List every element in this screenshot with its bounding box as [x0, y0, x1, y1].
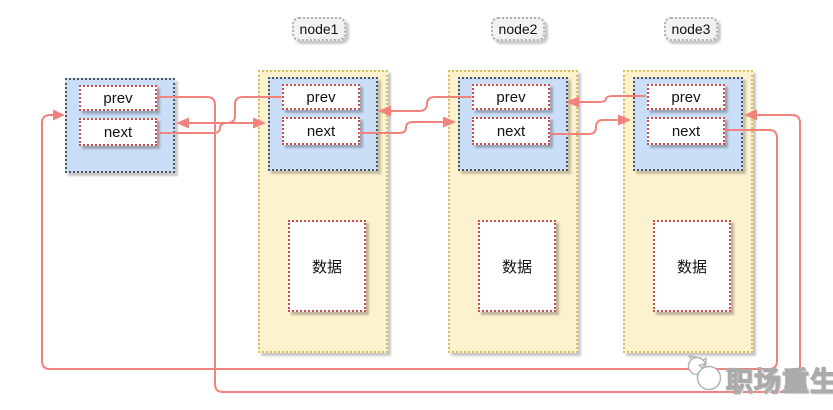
watermark-text: 职场重生 [725, 366, 833, 397]
node3-pointer-header: prev next [633, 77, 743, 171]
node1-next-field: next [282, 117, 360, 145]
node2-data-label: 数据 [501, 258, 532, 276]
node1-pointer-header: prev next [268, 77, 378, 171]
node2-prev-field: prev [472, 84, 550, 110]
arrowhead-node3-next-to-head [53, 109, 65, 121]
node1-prev-field: prev [282, 84, 360, 110]
node2-prev-label: prev [496, 88, 526, 106]
node3-label-chip: node3 [664, 17, 718, 41]
node2-container: prev next 数据 [448, 70, 578, 353]
head-next-field: next [79, 118, 157, 146]
node2-pointer-header: prev next [458, 77, 568, 171]
node2-label: node2 [498, 21, 538, 37]
head-prev-label: prev [103, 89, 133, 107]
node3-data-label: 数据 [676, 258, 707, 276]
node3-container: prev next 数据 [623, 70, 753, 353]
node1-prev-label: prev [306, 88, 336, 106]
node2-data-field: 数据 [478, 220, 556, 312]
watermark-pig-icon [687, 355, 722, 391]
node1-data-field: 数据 [288, 220, 366, 312]
head-prev-field: prev [79, 85, 157, 111]
node1-next-label: next [306, 122, 336, 140]
node3-prev-label: prev [671, 88, 701, 106]
node1-label: node1 [299, 21, 339, 37]
node3-label: node3 [671, 21, 711, 37]
head-pointer-box: prev next [65, 78, 175, 173]
node3-prev-field: prev [647, 84, 725, 110]
head-next-label: next [103, 123, 133, 141]
arrowhead-node1-prev-to-head [176, 117, 189, 129]
node3-next-label: next [671, 122, 701, 140]
node2-label-chip: node2 [491, 17, 545, 41]
node3-next-field: next [647, 117, 725, 145]
node1-container: prev next 数据 [258, 70, 388, 353]
node1-label-chip: node1 [292, 17, 346, 41]
node1-data-label: 数据 [311, 258, 342, 276]
node3-data-field: 数据 [653, 220, 731, 312]
node2-next-label: next [496, 122, 526, 140]
node2-next-field: next [472, 117, 550, 145]
